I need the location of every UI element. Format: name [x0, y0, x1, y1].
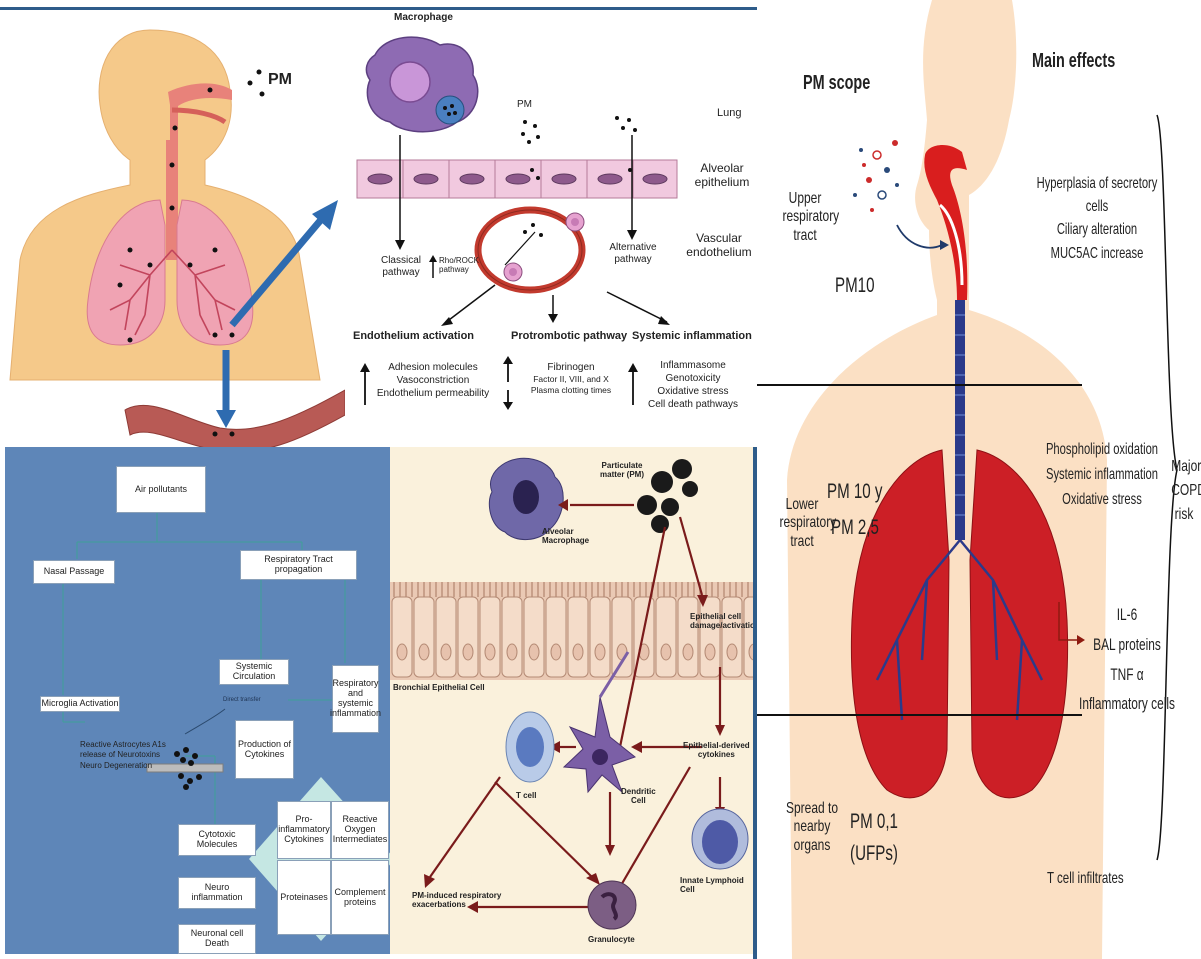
label-innate-lymphoid: Innate Lymphoid Cell — [680, 876, 753, 894]
heading-pm-scope: PM scope — [803, 72, 870, 95]
heading-systemic-inflammation: Systemic inflammation — [632, 330, 752, 343]
label-pm01: PM 0,1(UFPs) — [849, 806, 899, 869]
label-pm10: PM10 — [835, 274, 874, 298]
box-reactive-oxygen: Reactive Oxygen Intermediates — [331, 801, 389, 859]
box-neuro-inflammation: Neuro inflammation — [178, 877, 256, 909]
box-proteinases: Proteinases — [277, 860, 331, 935]
heading-protrombotic: Protrombotic pathway — [511, 330, 627, 343]
label-pm25: PM 2,5 — [831, 516, 879, 540]
box-neuronal-cell-death: Neuronal cell Death — [178, 924, 256, 954]
label-direct-transfer: Direct transfer — [223, 697, 261, 704]
box-nasal-passage: Nasal Passage — [33, 560, 115, 584]
box-production-cytokines: Production of Cytokines — [235, 720, 294, 779]
label-major-copd-risk: MajorCOPDrisk — [1171, 455, 1197, 527]
label-bronchial-epithelial-cell: Bronchial Epithelial Cell — [393, 683, 485, 692]
label-t-cell: T cell — [516, 791, 536, 800]
heading-main-effects: Main effects — [1032, 50, 1115, 73]
panel-respiratory-anatomy: PM — [0, 10, 345, 448]
box-pro-inflammatory-cytokines: Pro-inflammatory Cytokines — [277, 801, 331, 859]
box-microglia-activation: Microglia Activation — [40, 696, 120, 712]
heading-endothelium-activation: Endothelium activation — [353, 330, 474, 343]
respiratory-illustration — [0, 10, 345, 448]
label-lung: Lung — [717, 107, 741, 120]
box-complement-proteins: Complement proteins — [331, 860, 389, 935]
label-t-cell-infiltrates: T cell infiltrates — [1047, 870, 1124, 888]
label-pm: PM — [517, 99, 532, 111]
box-cytotoxic-molecules: Cytotoxic Molecules — [178, 824, 256, 856]
label-pm10y: PM 10 y — [827, 480, 882, 504]
box-respiratory-tract-propagation: Respiratory Tract propagation — [240, 550, 357, 580]
box-air-pollutants: Air pollutants — [116, 466, 206, 513]
label-macrophage: Macrophage — [394, 12, 453, 24]
label-granulocyte: Granulocyte — [588, 935, 635, 944]
box-systemic-circulation: Systemic Circulation — [219, 659, 289, 685]
pm-label: PM — [268, 71, 292, 89]
box-respiratory-systemic-inflammation: Respiratory and systemic inflammation — [332, 665, 379, 733]
panel-neuro-flowchart: Air pollutants Nasal Passage Respiratory… — [5, 447, 390, 954]
